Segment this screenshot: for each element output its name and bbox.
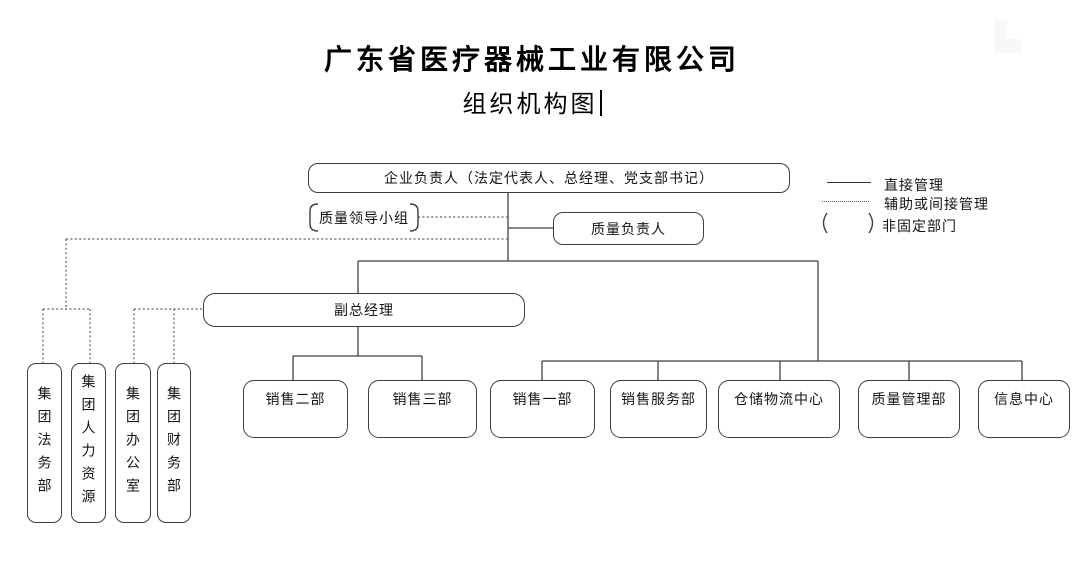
node-group-finance-dept[interactable]: 集团财务部 [157,363,191,523]
title-block: 广东省医疗器械工业有限公司 组织机构图 [232,44,832,119]
node-group-office[interactable]: 集团办公室 [115,363,151,523]
dept-label: 销售三部 [392,391,453,407]
node-deputy-general-manager[interactable]: 副总经理 [203,293,525,327]
node-quality-leading-group[interactable]: 质量领导小组 [312,205,416,231]
legend-bracket-right [868,212,874,234]
dept-label: 信息中心 [994,391,1054,407]
node-information-center[interactable]: 信息中心 [978,380,1070,438]
watermark-artifact [994,39,1021,53]
node-sales-dept-2[interactable]: 销售二部 [243,380,348,438]
company-name-title: 广东省医疗器械工业有限公司 [323,44,740,75]
dept-label: 仓储物流中心 [734,391,824,407]
group-dept-label: 集团法务部 [36,385,53,501]
node-sales-dept-1[interactable]: 销售一部 [490,380,595,438]
legend-direct-label: 直接管理 [884,177,944,193]
non-fixed-bracket-left [309,203,319,232]
solid-connectors [292,192,1023,381]
dept-label: 销售一部 [512,391,573,407]
legend-non-fixed-label: 非固定部门 [882,218,957,234]
dept-label: 销售服务部 [621,391,696,407]
node-group-human-resources[interactable]: 集团人力资源 [71,363,106,523]
dotted-connectors [42,216,508,363]
indirect-line-swatch [822,201,869,202]
node-warehouse-logistics-center[interactable]: 仓储物流中心 [718,380,840,438]
text-cursor [599,90,602,117]
node-sales-dept-3[interactable]: 销售三部 [368,380,477,438]
direct-line-swatch [827,182,871,183]
group-dept-label: 集团人力资源 [80,374,97,512]
group-dept-label: 集团财务部 [166,385,182,501]
dept-label: 质量管理部 [871,391,947,407]
node-quality-management-dept[interactable]: 质量管理部 [858,380,960,438]
non-fixed-brackets [309,203,419,232]
deputy-gm-label: 副总经理 [334,302,394,318]
node-sales-service-dept[interactable]: 销售服务部 [610,380,707,438]
non-fixed-bracket-right [409,203,419,232]
quality-group-label: 质量领导小组 [319,210,409,226]
node-quality-manager[interactable]: 质量负责人 [553,212,704,245]
dept-label: 销售二部 [265,391,326,407]
node-group-legal-dept[interactable]: 集团法务部 [27,363,62,523]
legend-bracket-left [822,212,828,234]
chart-title: 组织机构图 [462,91,598,119]
bracket-swatch [822,212,874,234]
node-root[interactable]: 企业负责人（法定代表人、总经理、党支部书记） [308,163,790,193]
group-dept-label: 集团办公室 [125,385,141,501]
quality-manager-label: 质量负责人 [591,220,666,237]
node-root-label: 企业负责人（法定代表人、总经理、党支部书记） [384,170,714,186]
legend-indirect-label: 辅助或间接管理 [884,196,989,212]
